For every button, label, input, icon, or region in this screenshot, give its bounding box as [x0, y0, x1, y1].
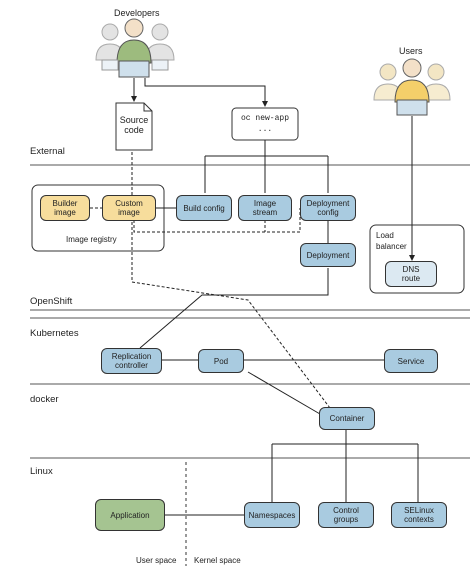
- application-box[interactable]: Application: [95, 499, 165, 531]
- source-code-document-icon: [115, 102, 153, 151]
- developers-label: Developers: [114, 8, 160, 18]
- selinux-contexts-box[interactable]: SELinux contexts: [391, 502, 447, 528]
- command-line-2: ...: [257, 125, 273, 134]
- build-config-box[interactable]: Build config: [176, 195, 232, 221]
- custom-image-box[interactable]: Custom image: [102, 195, 156, 221]
- service-box[interactable]: Service: [384, 349, 438, 373]
- builder-image-box[interactable]: Builder image: [40, 195, 90, 221]
- image-stream-box[interactable]: Image stream: [238, 195, 292, 221]
- connectors: [90, 78, 419, 516]
- developers-icon: [95, 18, 175, 78]
- namespaces-box[interactable]: Namespaces: [244, 502, 300, 528]
- users-icon: [373, 58, 451, 116]
- pod-box[interactable]: Pod: [198, 349, 244, 373]
- command-line-1: oc new-app: [240, 114, 289, 123]
- layer-docker: docker: [30, 394, 59, 405]
- image-registry-label: Image registry: [66, 235, 117, 244]
- dns-route-box[interactable]: DNS route: [385, 261, 437, 287]
- load-balancer-label: Load balancer: [376, 231, 407, 251]
- control-groups-box[interactable]: Control groups: [318, 502, 374, 528]
- kernel-space-label: Kernel space: [194, 556, 241, 565]
- layer-kubernetes: Kubernetes: [30, 328, 79, 339]
- user-space-label: User space: [136, 556, 177, 565]
- command-text: oc new-app ...: [232, 113, 298, 135]
- deployment-box[interactable]: Deployment: [300, 243, 356, 267]
- users-label: Users: [399, 46, 423, 56]
- layer-linux: Linux: [30, 466, 53, 477]
- deployment-config-box[interactable]: Deployment config: [300, 195, 356, 221]
- source-code-label: Source code: [119, 115, 149, 135]
- layer-openshift: OpenShift: [30, 296, 73, 307]
- layer-separators: [30, 164, 470, 459]
- replication-controller-box[interactable]: Replication controller: [101, 348, 162, 374]
- container-box[interactable]: Container: [319, 407, 375, 430]
- layer-external: External: [30, 146, 65, 157]
